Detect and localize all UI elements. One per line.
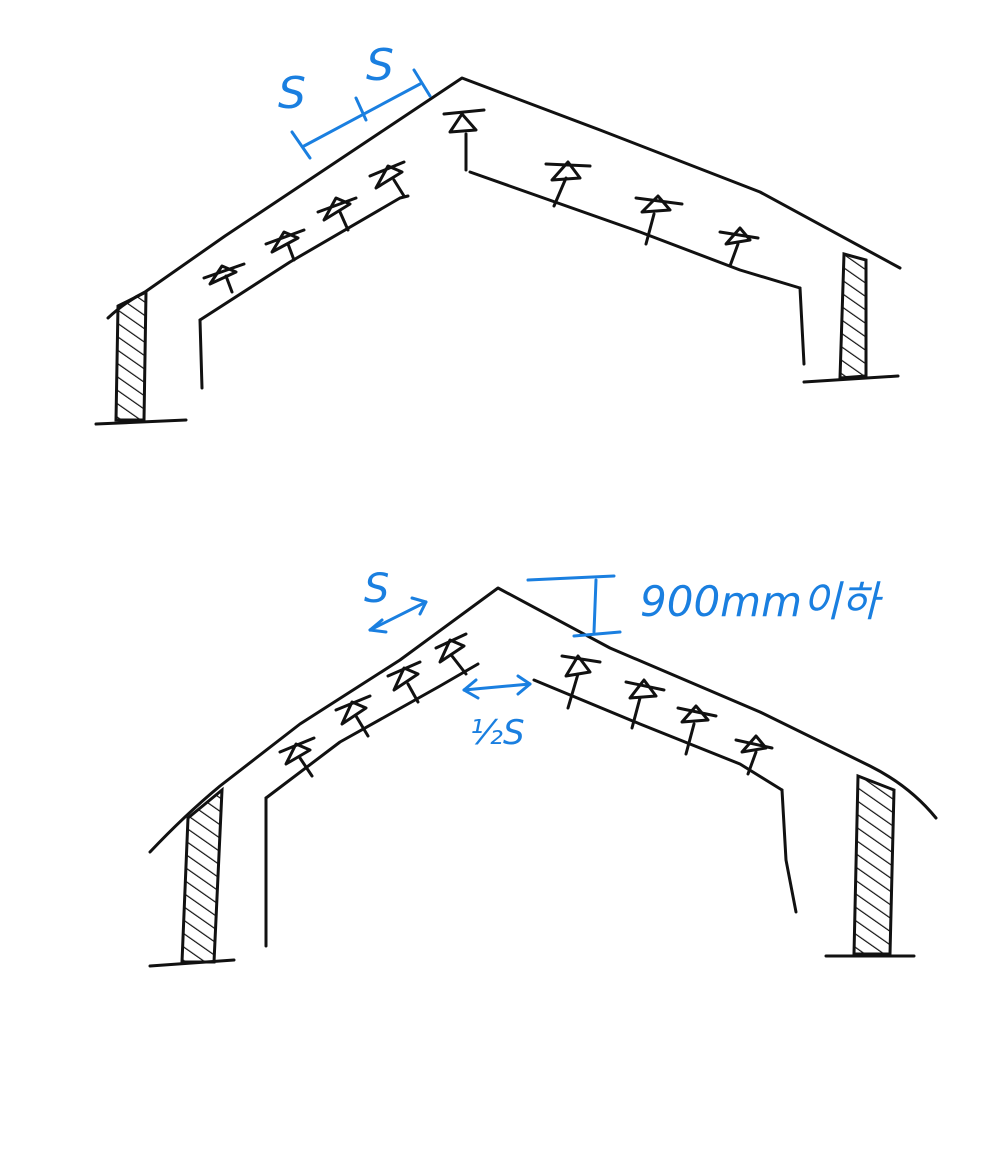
bottom-right-column — [852, 773, 896, 956]
top-sprinkler-ridge — [442, 108, 486, 172]
bottom-outer-roof — [148, 586, 938, 854]
top-inner-left-wall — [198, 318, 204, 390]
top-sprinkler-left-2 — [264, 228, 306, 262]
bottom-sprinkler-left-1 — [278, 736, 316, 778]
top-left-ground — [94, 418, 188, 426]
bottom-spacing-label: S — [364, 566, 389, 612]
bottom-sprinkler-left-3 — [386, 660, 422, 704]
bottom-diagram: S ½S 900mm이하 — [148, 566, 938, 968]
top-sprinkler-left-4 — [368, 160, 406, 198]
bottom-left-ground — [148, 958, 236, 968]
bottom-spacing-arrow — [368, 596, 428, 634]
top-sprinkler-right-3 — [718, 226, 760, 268]
bottom-sprinkler-left-2 — [334, 694, 372, 738]
top-right-column — [838, 252, 868, 380]
bottom-sprinkler-right-3 — [676, 704, 718, 756]
bottom-ridge-distance-label: 900mm이하 — [640, 577, 884, 626]
bottom-half-spacing-label: ½S — [470, 713, 525, 753]
bottom-inner-right-wall — [780, 788, 798, 914]
top-spacing-label-2: S — [366, 40, 394, 91]
top-sprinkler-left-1 — [202, 262, 246, 294]
bottom-inner-left-rafter — [264, 662, 480, 800]
bottom-sprinkler-left-4 — [434, 632, 468, 676]
top-inner-right-wall — [798, 286, 806, 366]
bottom-sprinkler-right-1 — [560, 654, 602, 710]
top-spacing-label-1: S — [278, 68, 306, 119]
bottom-sprinkler-right-2 — [624, 678, 666, 730]
top-right-ground — [802, 374, 900, 384]
top-sprinkler-right-2 — [634, 194, 684, 246]
bottom-ridge-distance-dimension — [526, 574, 622, 638]
top-inner-left-rafter — [198, 194, 410, 322]
top-sprinkler-right-1 — [544, 160, 592, 208]
bottom-half-spacing-arrow — [462, 674, 532, 700]
top-diagram: S S — [94, 40, 902, 426]
top-left-column — [114, 289, 148, 422]
top-sprinkler-left-3 — [316, 196, 358, 232]
bottom-sprinkler-right-4 — [734, 734, 774, 776]
top-spacing-dimension — [290, 68, 432, 160]
